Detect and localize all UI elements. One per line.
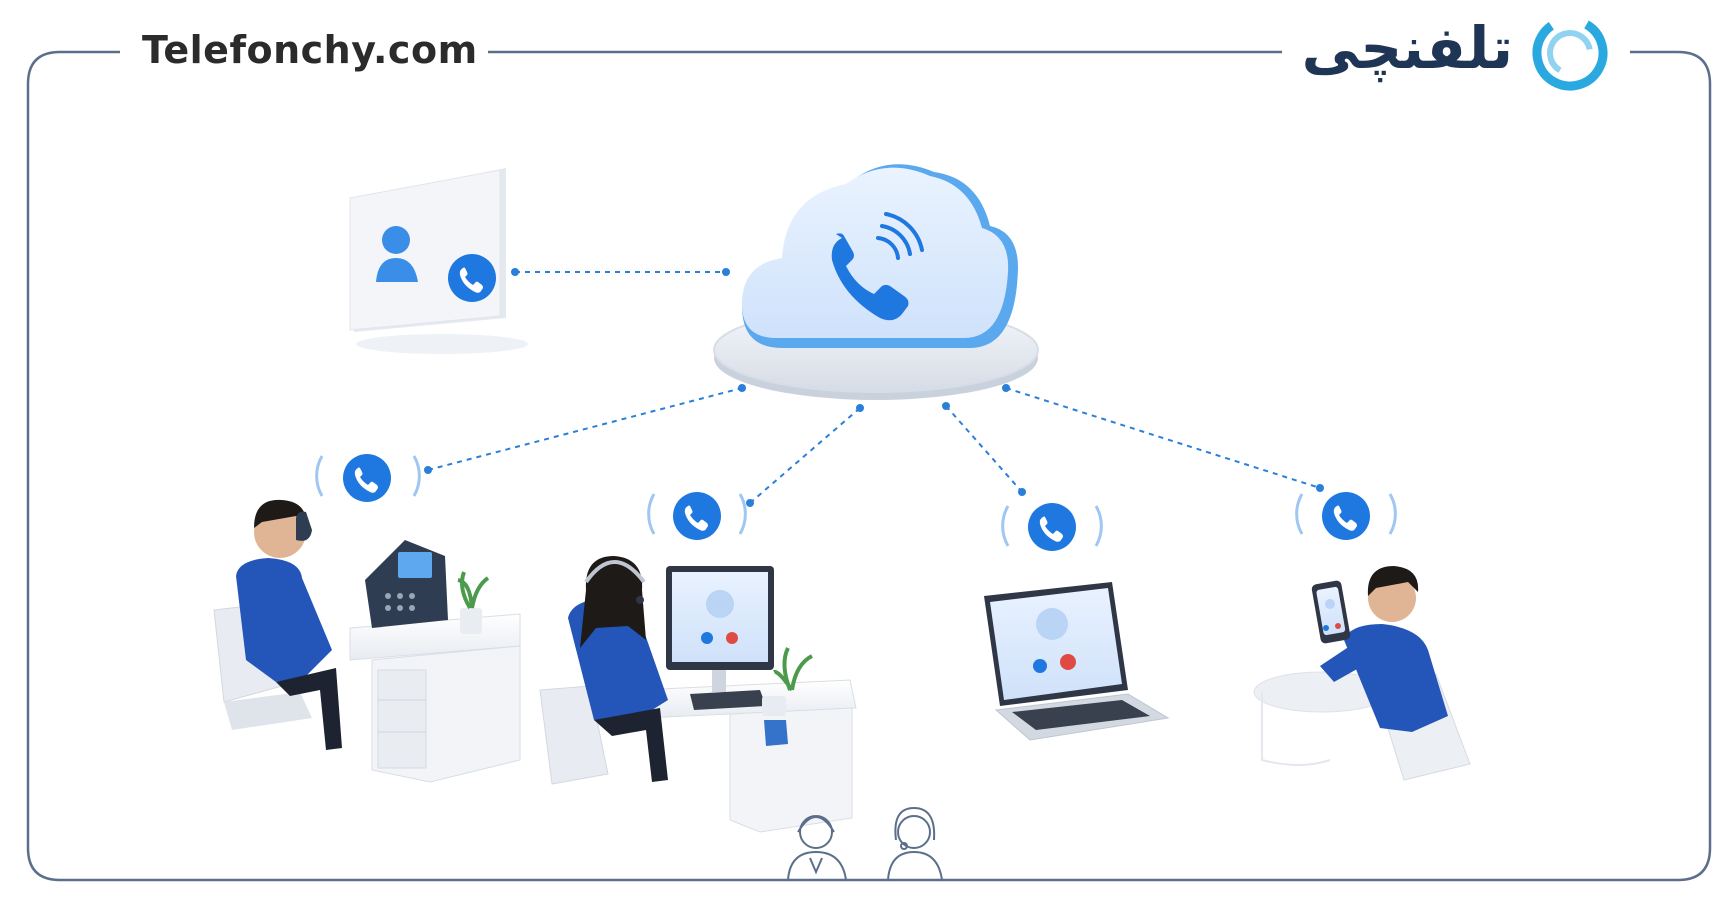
cloud-phone-icon xyxy=(713,164,1039,400)
connector-headset-pc xyxy=(749,407,861,504)
connectors xyxy=(427,271,1321,504)
phone-badge-pc xyxy=(647,492,747,540)
connector-mobile xyxy=(1005,387,1321,489)
brand-name: تلفنچی xyxy=(1301,14,1513,82)
desk-phone-icon xyxy=(213,499,521,783)
connector-dots xyxy=(424,268,1324,507)
male-agent-icon xyxy=(787,815,847,881)
brand-header: تلفنچی xyxy=(1285,8,1625,98)
connector-desk-phone xyxy=(427,387,743,471)
phone-badge-laptop xyxy=(1001,503,1103,551)
mobile-phone-icon xyxy=(1253,566,1471,781)
desktop-softphone-icon xyxy=(539,556,857,833)
phone-badge-desk xyxy=(315,454,421,502)
female-agent-icon xyxy=(887,806,943,881)
phone-badge-mobile xyxy=(1295,492,1397,540)
telefonchy-ring-logo-icon xyxy=(1532,15,1608,91)
laptop-call-icon xyxy=(984,582,1170,741)
contact-phone-icon xyxy=(349,168,528,354)
connector-laptop xyxy=(945,405,1023,493)
site-url[interactable]: Telefonchy.com xyxy=(132,24,488,76)
